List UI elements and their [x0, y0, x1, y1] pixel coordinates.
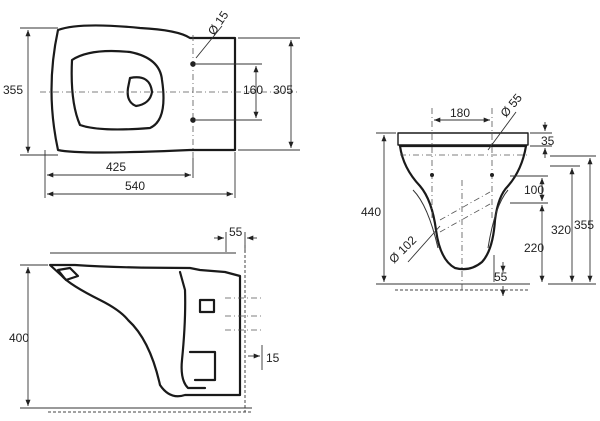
front-view-top-height-label: 355: [574, 218, 594, 232]
front-view-top-thickness-label: 35: [541, 134, 555, 148]
front-view-lower-height-label: 220: [524, 241, 544, 255]
front-view-pipe-diameter-label: Ø 55: [498, 91, 526, 120]
top-view-flush-hole: [126, 76, 154, 108]
top-view-length-bowl-label: 425: [106, 160, 126, 174]
top-view-hole-diameter-label: Ø 15: [205, 8, 232, 38]
top-view-length-overall-label: 540: [125, 179, 145, 193]
top-view-height-back-label: 305: [273, 83, 293, 97]
side-view-pipe-offset-label: 55: [229, 225, 243, 239]
top-view-bowl-outline: [50, 24, 237, 154]
front-view: 180 Ø 55 35 100 220 320 355 440: [361, 91, 596, 296]
side-view-height-label: 400: [9, 331, 29, 345]
front-view-bowl-outline: [398, 144, 528, 271]
top-view-seat-opening: [70, 49, 165, 131]
front-view-outlet-diameter-label: Ø 102: [386, 233, 419, 266]
side-view-bowl-outline: [48, 263, 242, 398]
front-view-outlet-top-label: 100: [524, 183, 544, 197]
front-view-bottom-gap-label: 55: [494, 270, 508, 284]
front-view-hole-spacing-label: 180: [450, 106, 470, 120]
side-view: 55 400 15: [9, 225, 280, 413]
front-view-rim: [397, 132, 529, 146]
front-view-mid-height-label: 320: [551, 223, 571, 237]
top-view: Ø 15 355 305 160 425 540: [3, 8, 300, 198]
side-view-inlet-label: 15: [266, 351, 280, 365]
top-view-height-overall-label: 355: [3, 83, 23, 97]
top-view-hole-spacing-label: 160: [243, 83, 263, 97]
top-view-fixing-hole-lower: [190, 117, 196, 123]
front-view-overall-height-label: 440: [361, 205, 381, 219]
top-view-fixing-hole-upper: [190, 61, 196, 67]
